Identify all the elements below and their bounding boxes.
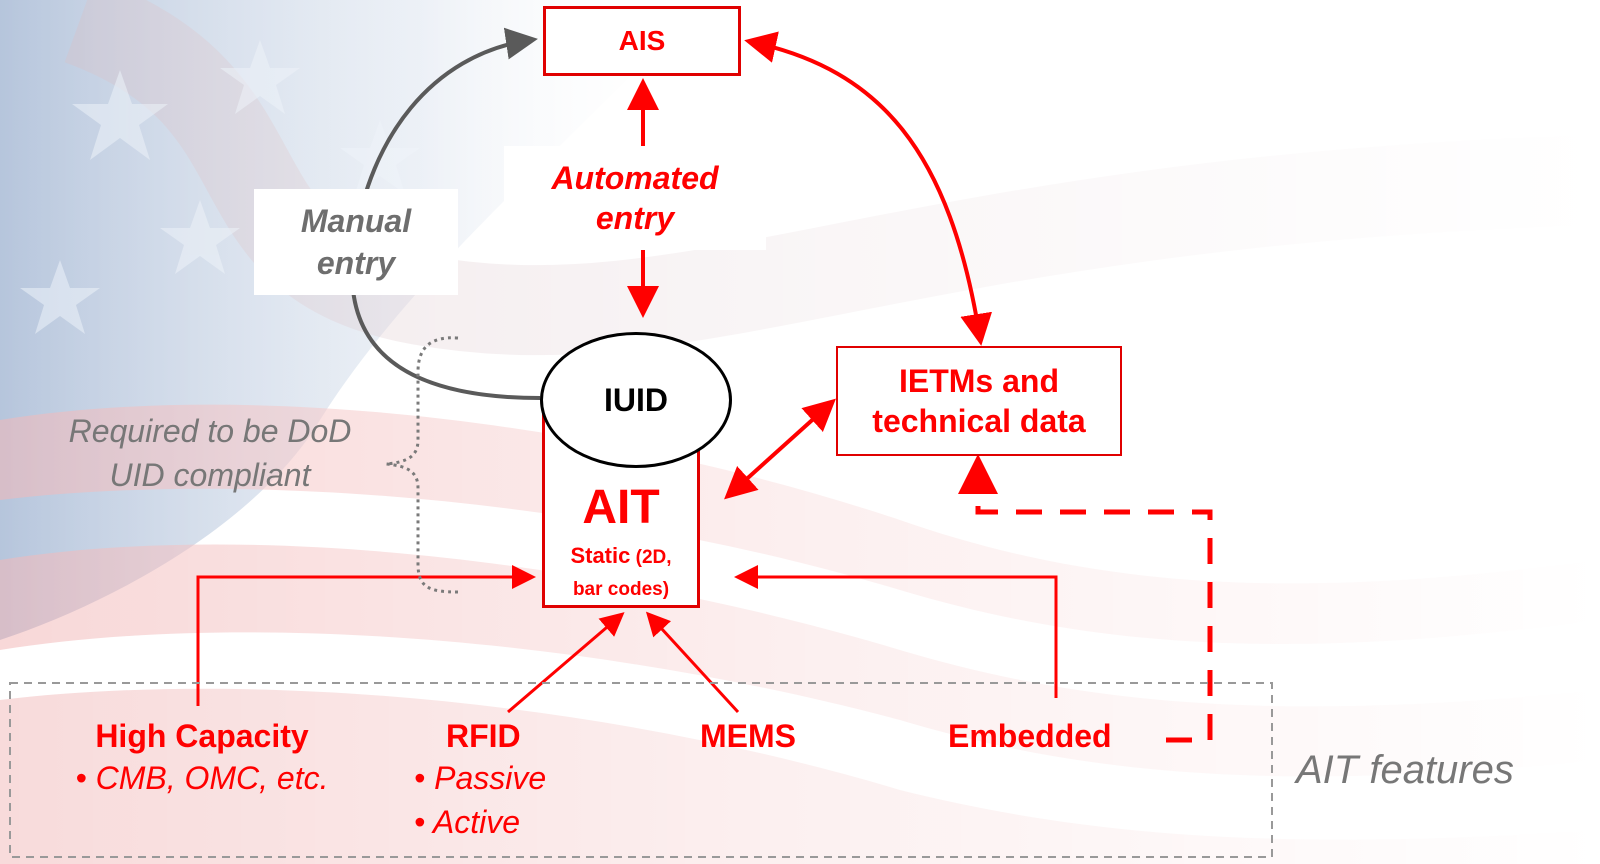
embedded-ietm-dashed-arrow (958, 454, 1213, 743)
ais-label: AIS (618, 25, 666, 56)
feature-high-capacity: High Capacity • CMB, OMC, etc. (75, 718, 329, 796)
mems-arrow (645, 611, 740, 714)
ait-ietm-arrow (724, 398, 836, 500)
ait-features-frame (9, 682, 1273, 858)
ietms-node: IETMs and technical data (836, 346, 1122, 456)
ais-ietm-arrow (744, 31, 993, 346)
ait-title: AIT (582, 481, 660, 534)
automated-entry-label: Automated entry (504, 146, 766, 250)
feature-embedded: Embedded (948, 718, 1112, 754)
feature-rfid: RFID • Passive • Active (414, 718, 547, 840)
feature-mems: MEMS (700, 718, 796, 754)
iuid-node: IUID (540, 332, 732, 468)
embedded-arrow (734, 565, 1058, 698)
high-capacity-arrow (196, 565, 536, 706)
compliance-brace (385, 336, 459, 594)
ait-features-label: AIT features (1296, 748, 1514, 792)
compliance-annotation: Required to be DoD UID compliant (68, 413, 352, 493)
ait-static-label: Static (2D, bar codes) (570, 543, 672, 600)
manual-entry-label: Manual entry (254, 189, 458, 295)
rfid-arrow (507, 612, 625, 714)
ais-node: AIS (543, 6, 741, 76)
